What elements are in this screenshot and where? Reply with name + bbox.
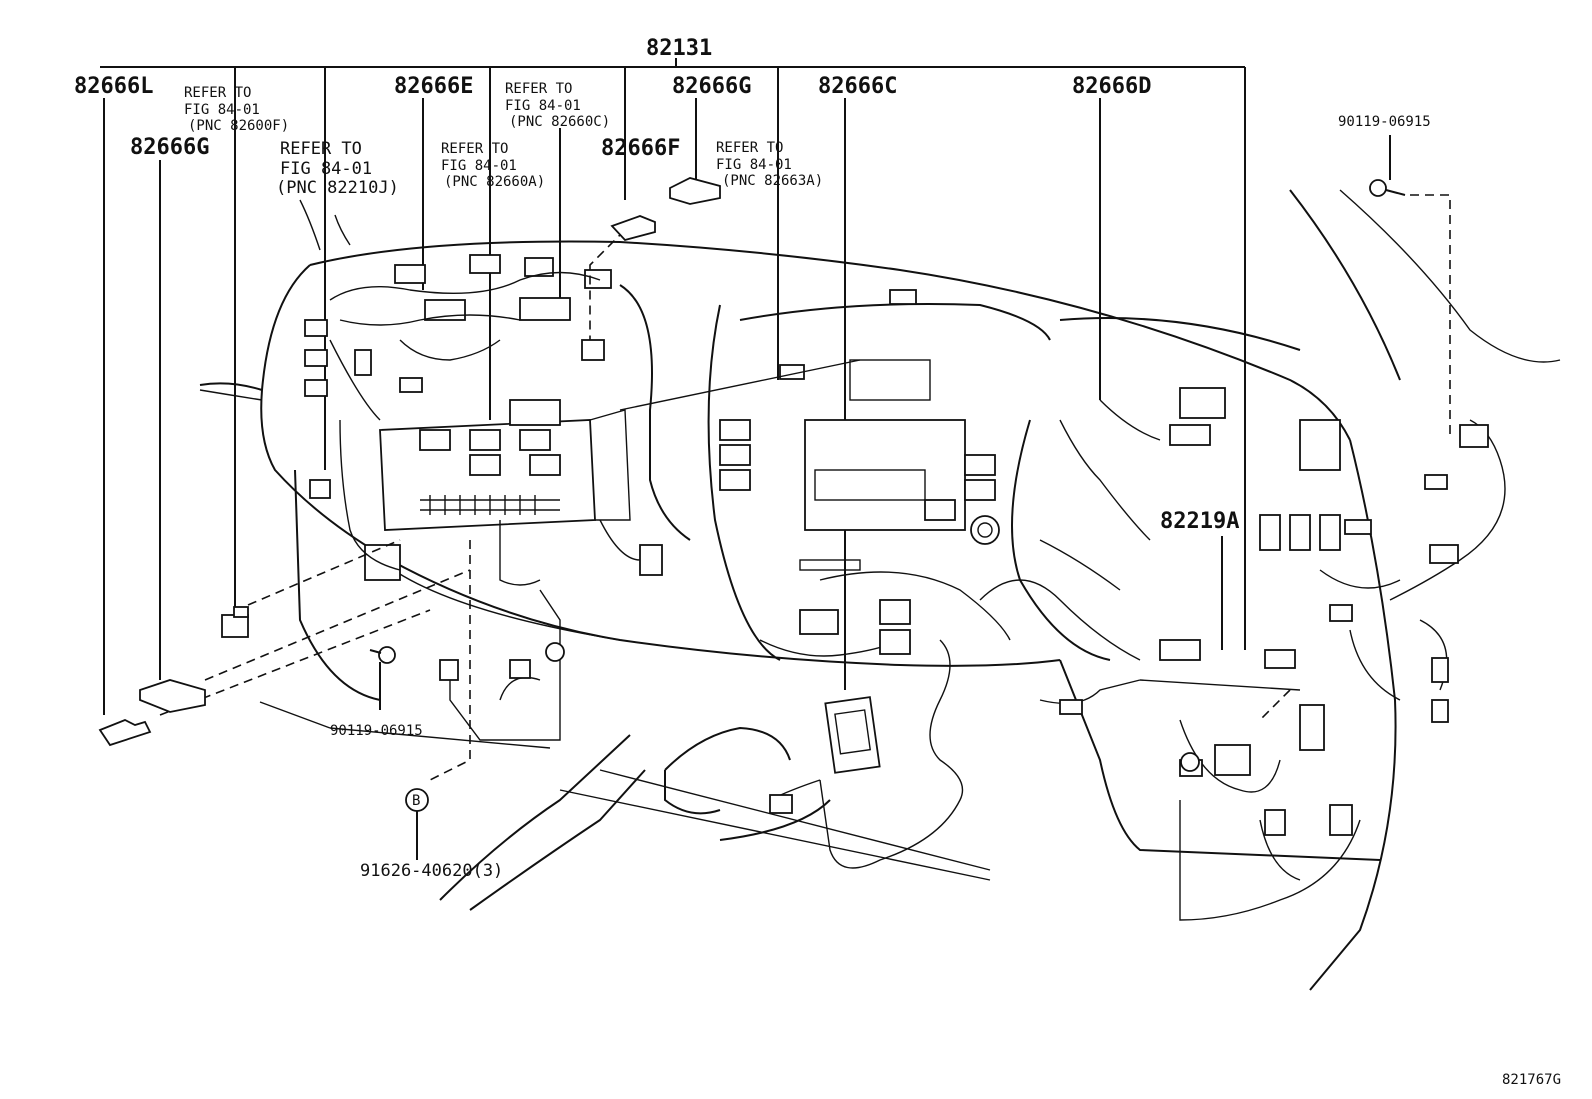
label-82131: 82131 [646,36,712,61]
reference-82600F: REFER TO FIG 84-01 (PNC 82600F) [184,85,289,134]
label-clip-b: 91626-40620(3) [360,861,503,881]
loose-clips [98,177,1406,747]
svg-text:(PNC 82210J): (PNC 82210J) [276,178,399,198]
relay-block [379,399,631,531]
label-82666F: 82666F [601,136,680,161]
label-82666L: 82666L [74,74,153,99]
lower-connectors [439,424,1489,836]
svg-text:REFER TO: REFER TO [505,81,572,97]
bolt-top-right-shape [1369,179,1406,197]
clip-82666G-left-shape [139,679,206,713]
label-bolt-top-right: 90119-06915 [1338,114,1431,130]
bolt-bottom-shape [369,646,396,664]
svg-text:FIG 84-01: FIG 84-01 [505,98,581,114]
callout-labels: 82131 82666L 82666G 82666E 82666F 82666G… [74,36,1431,881]
label-82666G-left: 82666G [130,135,209,160]
svg-text:REFER TO: REFER TO [184,85,251,101]
right-panel [1169,387,1341,551]
reference-notes: REFER TO FIG 84-01 (PNC 82600F) REFER TO… [184,81,823,198]
svg-text:(PNC 82660A): (PNC 82660A) [444,174,545,190]
reference-82663A: REFER TO FIG 84-01 (PNC 82663A) [716,140,823,189]
svg-text:FIG 84-01: FIG 84-01 [441,158,517,174]
label-82666D: 82666D [1072,74,1151,99]
svg-text:REFER TO: REFER TO [716,140,783,156]
svg-text:FIG 84-01: FIG 84-01 [184,102,260,118]
svg-text:REFER TO: REFER TO [441,141,508,157]
reference-82660C: REFER TO FIG 84-01 (PNC 82660C) [505,81,610,130]
svg-text:(PNC 82663A): (PNC 82663A) [722,173,823,189]
dashboard-outline [199,189,1561,991]
leader-lines [103,98,1391,749]
wire-routing [329,271,1506,921]
label-82666E: 82666E [394,74,473,99]
steering-column [439,726,991,911]
reference-82210J: REFER TO FIG 84-01 (PNC 82210J) [276,139,399,198]
svg-text:(PNC 82600F): (PNC 82600F) [188,118,289,134]
figure-id: 821767G [1502,1072,1561,1088]
label-82666C: 82666C [818,74,897,99]
reference-82660A: REFER TO FIG 84-01 (PNC 82660A) [441,141,545,190]
marker-b-letter: B [412,793,420,809]
svg-text:REFER TO: REFER TO [280,139,362,159]
clip-82666G-top-shape [669,177,721,205]
svg-text:FIG 84-01: FIG 84-01 [280,159,372,179]
label-82219A: 82219A [1160,509,1239,534]
svg-text:FIG 84-01: FIG 84-01 [716,157,792,173]
clip-82600F-shape [221,614,249,638]
center-console [719,359,1000,571]
upper-connectors [304,254,917,581]
label-82666G-top: 82666G [672,74,751,99]
label-bolt-bottom: 90119-06915 [330,723,423,739]
clip-82666F-shape [610,215,656,242]
clip-82666L-shape [98,719,152,747]
svg-text:(PNC 82660C): (PNC 82660C) [509,114,610,130]
